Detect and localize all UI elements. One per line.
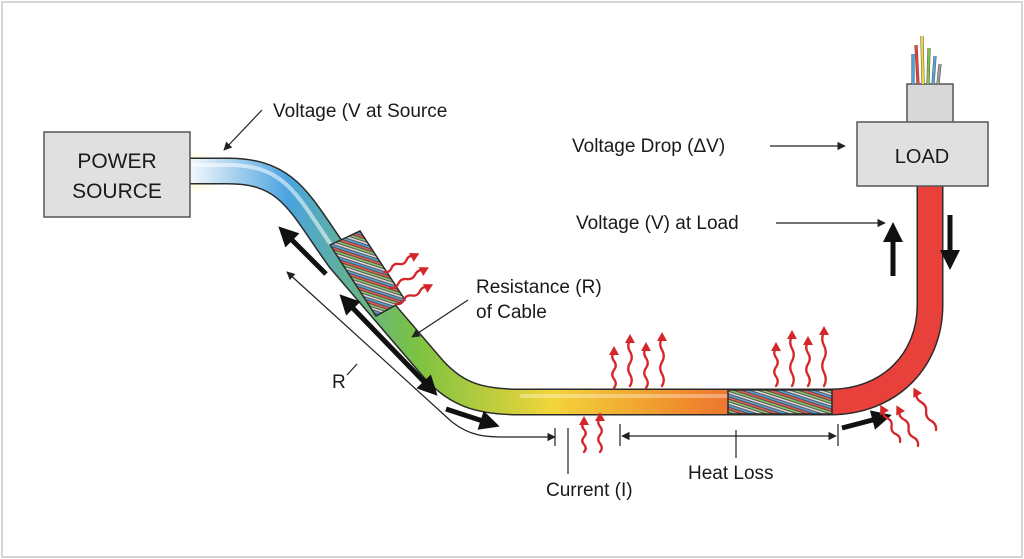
heat-wave	[913, 387, 938, 432]
load-box: LOAD	[856, 121, 989, 187]
heat-wave	[657, 332, 667, 388]
heat-wave	[787, 330, 797, 388]
dimension-lines	[286, 271, 839, 446]
resistance-pointer	[411, 299, 469, 338]
heat-loss-label: Heat Loss	[688, 463, 774, 484]
heat-wave	[388, 267, 429, 290]
current-label: Current (I)	[546, 480, 633, 501]
source-line2: SOURCE	[72, 180, 162, 203]
voltage-load-label: Voltage (V) at Load	[576, 213, 739, 234]
r-pointer	[346, 363, 358, 376]
heat-wave	[595, 412, 605, 454]
voltage-source-pointer	[223, 109, 263, 151]
heat-wave	[382, 253, 420, 274]
heat-wave	[609, 346, 619, 390]
load-connector	[906, 35, 954, 125]
voltage-drop-label: Voltage Drop (ΔV)	[572, 136, 725, 157]
resistance-label-line1: Resistance (R)	[476, 277, 602, 298]
heat-wave	[625, 334, 635, 388]
cable	[190, 157, 944, 416]
heat-wave-icon	[382, 253, 938, 454]
load-label: LOAD	[895, 146, 949, 168]
r-label: R	[332, 372, 346, 393]
heat-wave	[803, 336, 813, 388]
heat-wave	[394, 284, 434, 306]
heat-wave	[579, 416, 589, 454]
voltage-source-label: Voltage (V at Source	[273, 101, 447, 122]
heat-wave	[896, 405, 920, 448]
heat-wave	[641, 342, 651, 390]
resistance-label-line2: of Cable	[476, 302, 547, 323]
current-arrow-icon	[278, 215, 960, 431]
heat-wave	[819, 326, 829, 388]
power-source-box: POWER SOURCE	[43, 131, 191, 218]
heat-wave	[771, 342, 781, 388]
heat-wave	[880, 404, 902, 444]
source-line1: POWER	[77, 150, 156, 173]
